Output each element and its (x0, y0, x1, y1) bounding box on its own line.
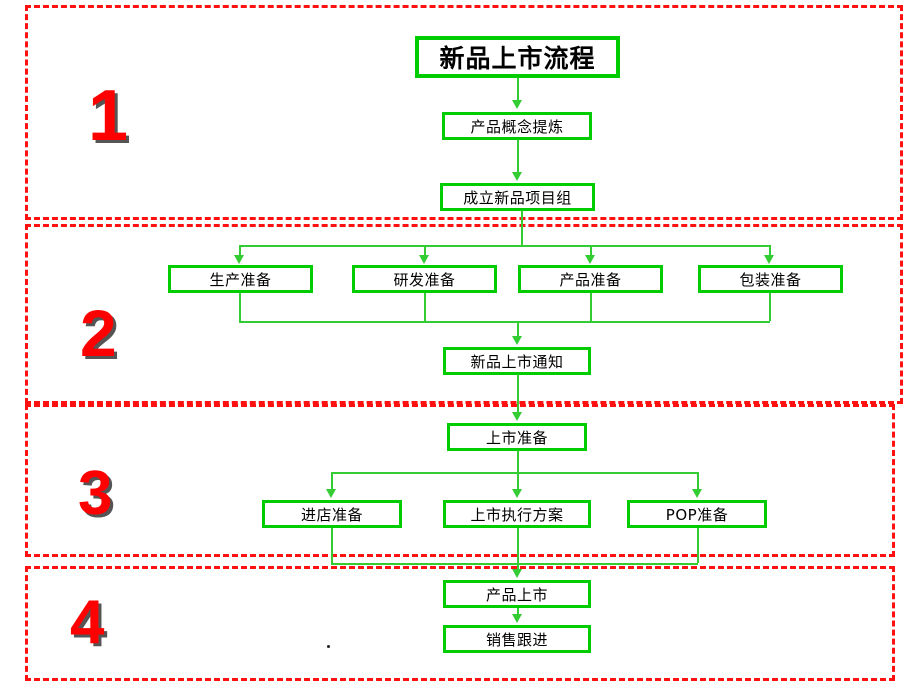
node-title[interactable]: 新品上市流程 (415, 36, 620, 78)
connector-product-to-merge (590, 293, 592, 321)
node-store-prep[interactable]: 进店准备 (262, 500, 402, 528)
arrow-to-concept (512, 100, 522, 109)
arrow-to-team (512, 172, 522, 181)
connector-productgo-to-sales (517, 608, 519, 616)
connector-merge-to-notice (517, 321, 519, 338)
arrow-to-popprep (692, 489, 702, 498)
connector-bus-drop-rnd (424, 245, 426, 257)
connector-packaging-to-merge (769, 293, 771, 321)
connector-pop-to-merge2 (697, 528, 699, 563)
phase-number-2: 2 (80, 296, 117, 370)
node-packaging[interactable]: 包装准备 (698, 265, 843, 293)
node-product[interactable]: 产品准备 (518, 265, 663, 293)
arrow-to-execplan (512, 489, 522, 498)
arrow-to-production (234, 255, 244, 264)
phase-frame-3 (25, 404, 895, 557)
connector-team-to-bus (521, 211, 523, 245)
phase-number-4: 4 (70, 588, 105, 657)
phase-number-1: 1 (88, 76, 129, 156)
connector-notice-to-launchprep (517, 375, 519, 414)
node-product-go[interactable]: 产品上市 (443, 580, 591, 608)
connector-split-bus-phase3 (331, 472, 698, 474)
node-team[interactable]: 成立新品项目组 (440, 183, 595, 211)
node-exec-plan[interactable]: 上市执行方案 (443, 500, 591, 528)
arrow-to-packaging (764, 255, 774, 264)
arrow-to-launchprep (512, 412, 522, 421)
node-rnd[interactable]: 研发准备 (352, 265, 497, 293)
node-launch-prep[interactable]: 上市准备 (447, 423, 587, 451)
stray-dot-mark (327, 645, 330, 648)
connector-rnd-to-merge (424, 293, 426, 321)
phase-number-3: 3 (78, 459, 113, 528)
connector-bus-drop-product (590, 245, 592, 257)
arrow-to-rnd (419, 255, 429, 264)
node-pop-prep[interactable]: POP准备 (627, 500, 767, 528)
phase-frame-4 (25, 566, 895, 681)
connector-exec-to-merge2 (517, 528, 519, 563)
connector-merge-bus-phase2 (239, 321, 770, 323)
connector-bus-drop-production (239, 245, 241, 257)
connector-launchprep-to-bus2 (517, 451, 519, 472)
connector-bus-drop-packaging (769, 245, 771, 257)
connector-merge-bus-phase3 (331, 563, 698, 565)
connector-bus2-drop-store (331, 472, 333, 491)
arrow-to-storeprep (326, 489, 336, 498)
connector-production-to-merge (239, 293, 241, 321)
arrow-to-productgo (512, 569, 522, 578)
node-concept[interactable]: 产品概念提炼 (442, 112, 592, 140)
connector-merge2-to-productgo (517, 563, 519, 571)
node-sales-follow[interactable]: 销售跟进 (443, 625, 591, 653)
connector-concept-to-team (517, 140, 519, 175)
connector-split-bus-phase2 (239, 245, 770, 247)
arrow-to-notice (512, 336, 522, 345)
arrow-to-salesfollow (512, 614, 522, 623)
node-production[interactable]: 生产准备 (168, 265, 313, 293)
connector-store-to-merge2 (331, 528, 333, 563)
phase-frame-2 (25, 224, 903, 404)
connector-bus2-drop-exec (517, 472, 519, 491)
arrow-to-product (585, 255, 595, 264)
node-notice[interactable]: 新品上市通知 (443, 347, 591, 375)
phase-frame-1 (25, 5, 903, 220)
connector-bus2-drop-pop (697, 472, 699, 491)
connector-title-to-concept (517, 78, 519, 100)
